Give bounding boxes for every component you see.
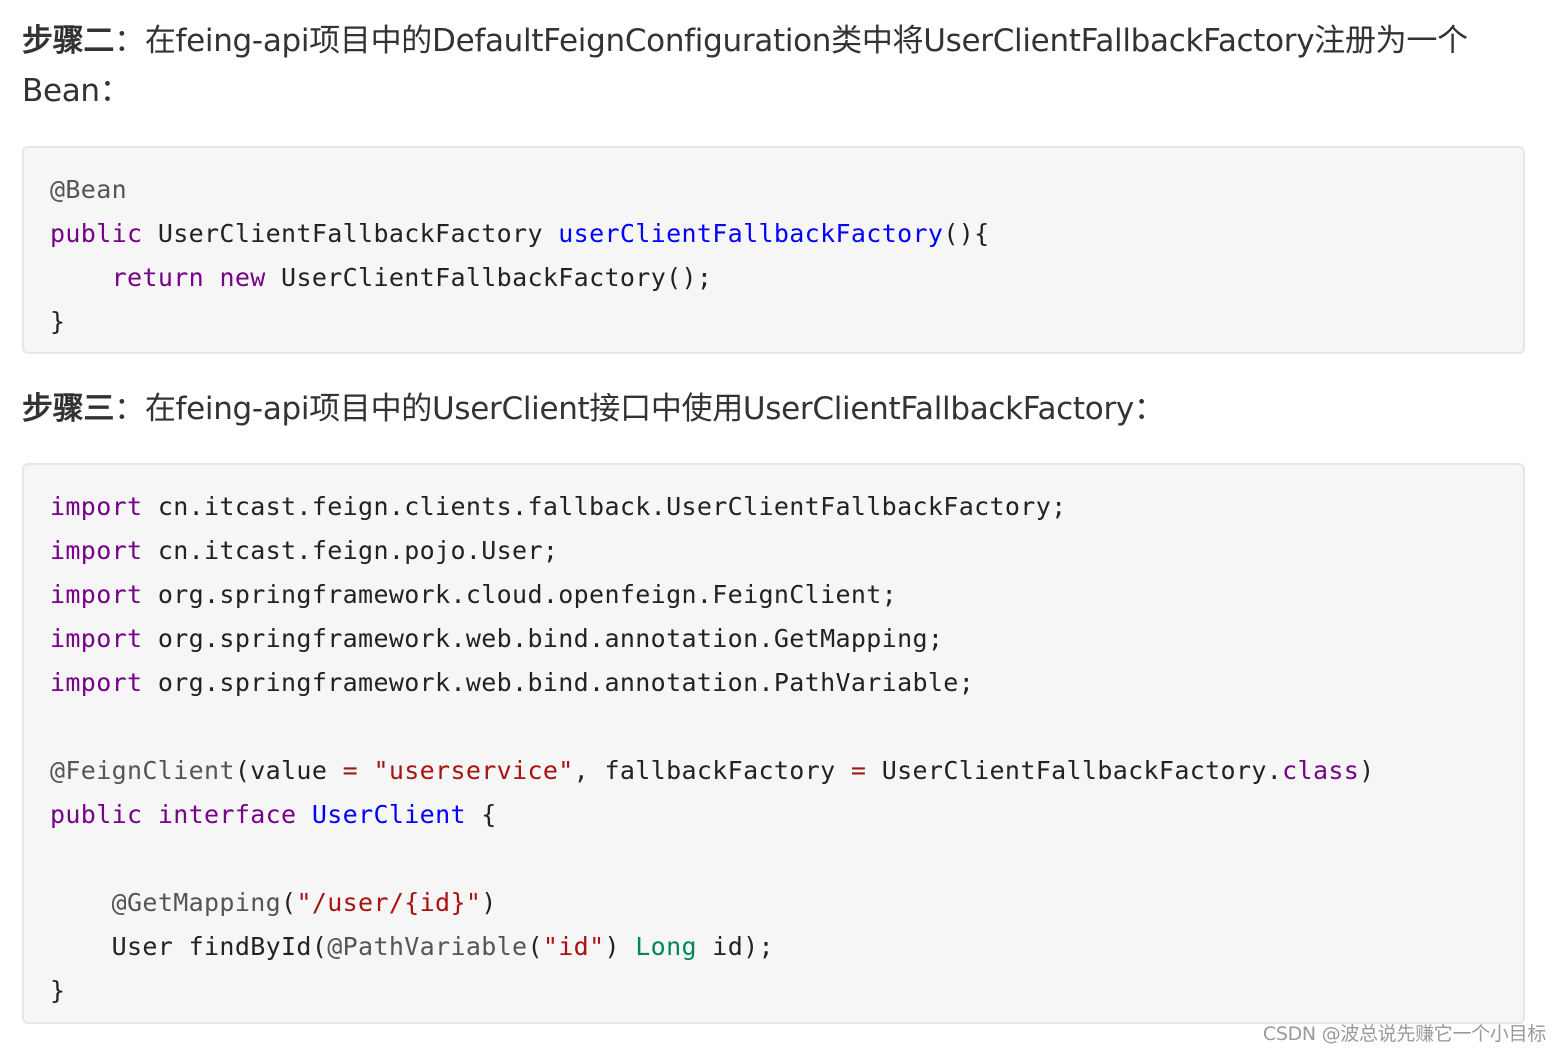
code-line: } <box>50 969 65 1013</box>
code-line: } <box>50 300 65 344</box>
code-line: User findById(@PathVariable("id") Long i… <box>50 925 774 969</box>
code-line: return new UserClientFallbackFactory(); <box>50 256 712 300</box>
code-token: UserClient <box>311 800 466 829</box>
code-line: import org.springframework.cloud.openfei… <box>50 573 897 617</box>
code-token: import <box>50 580 143 609</box>
code-token: org.springframework.web.bind.annotation.… <box>142 624 944 653</box>
code-token: @PathVariable <box>327 932 528 961</box>
code-token: public <box>50 219 143 248</box>
code-token: @Bean <box>50 175 128 204</box>
code-token: } <box>50 307 66 336</box>
code-token <box>50 263 112 292</box>
code-line: import cn.itcast.feign.clients.fallback.… <box>50 485 1067 529</box>
code-token: class <box>1282 756 1360 785</box>
step2-colon: ： <box>114 23 145 59</box>
step2-paragraph: 步骤二：在feing-api项目中的DefaultFeignConfigurat… <box>22 16 1502 116</box>
code-token: } <box>50 976 66 1005</box>
code-token: id); <box>696 932 774 961</box>
code-token: new <box>219 263 266 292</box>
csdn-watermark: CSDN @波总说先赚它一个小目标 <box>1262 1023 1546 1045</box>
code-token: = <box>342 756 359 785</box>
code-token: @FeignClient <box>50 756 235 785</box>
code-token: ) <box>481 888 497 917</box>
code-line: import org.springframework.web.bind.anno… <box>50 661 974 705</box>
step3-colon: ： <box>114 391 145 427</box>
code-token: public <box>50 800 143 829</box>
code-token: UserClientFallbackFactory <box>142 219 559 248</box>
code-token: User findById( <box>50 932 328 961</box>
code-token: UserClientFallbackFactory. <box>866 756 1283 785</box>
step3-text: 在feing-api项目中的UserClient接口中使用UserClientF… <box>144 391 1165 427</box>
code-token: org.springframework.web.bind.annotation.… <box>142 668 975 697</box>
code-token <box>204 263 219 292</box>
code-token: import <box>50 536 143 565</box>
code-line: @FeignClient(value = "userservice", fall… <box>50 749 1375 793</box>
code-token: cn.itcast.feign.clients.fallback.UserCli… <box>142 492 1067 521</box>
code-token <box>50 888 112 917</box>
step2-text: 在feing-api项目中的DefaultFeignConfiguration类… <box>22 23 1468 109</box>
code-token <box>296 800 311 829</box>
code-line: import org.springframework.web.bind.anno… <box>50 617 943 661</box>
code-token: cn.itcast.feign.pojo.User; <box>142 536 559 565</box>
code-token: , fallbackFactory <box>573 756 851 785</box>
code-token: userClientFallbackFactory <box>558 219 944 248</box>
code-token: { <box>465 800 497 829</box>
code-token: "id" <box>542 932 605 961</box>
step3-label: 步骤三 <box>22 391 115 427</box>
code-token: ) <box>1359 756 1375 785</box>
code-token: return <box>111 263 205 292</box>
code-token: @GetMapping <box>111 888 282 917</box>
code-line: @Bean <box>50 168 127 212</box>
code-token: ( <box>527 932 543 961</box>
code-block-user-client[interactable]: import cn.itcast.feign.clients.fallback.… <box>22 463 1525 1024</box>
code-line: import cn.itcast.feign.pojo.User; <box>50 529 558 573</box>
code-token: Long <box>635 932 697 961</box>
code-token: ) <box>604 932 636 961</box>
code-token <box>142 800 157 829</box>
code-token: org.springframework.cloud.openfeign.Feig… <box>142 580 898 609</box>
code-token: "/user/{id}" <box>296 888 482 917</box>
step3-paragraph: 步骤三：在feing-api项目中的UserClient接口中使用UserCli… <box>22 384 1502 434</box>
code-token: ( <box>281 888 297 917</box>
code-line: public interface UserClient { <box>50 793 497 837</box>
code-token <box>358 756 373 785</box>
step2-label: 步骤二 <box>22 23 115 59</box>
code-token: UserClientFallbackFactory(); <box>265 263 713 292</box>
code-token: (){ <box>943 219 990 248</box>
code-token: (value <box>234 756 343 785</box>
code-token: import <box>50 668 143 697</box>
code-token: import <box>50 624 143 653</box>
code-token: interface <box>157 800 297 829</box>
code-token: import <box>50 492 143 521</box>
code-line: @GetMapping("/user/{id}") <box>50 881 497 925</box>
code-block-bean-registration[interactable]: @Bean public UserClientFallbackFactory us… <box>22 146 1525 354</box>
code-line: public UserClientFallbackFactory userCli… <box>50 212 990 256</box>
code-token: = <box>850 756 867 785</box>
code-token: "userservice" <box>373 756 574 785</box>
